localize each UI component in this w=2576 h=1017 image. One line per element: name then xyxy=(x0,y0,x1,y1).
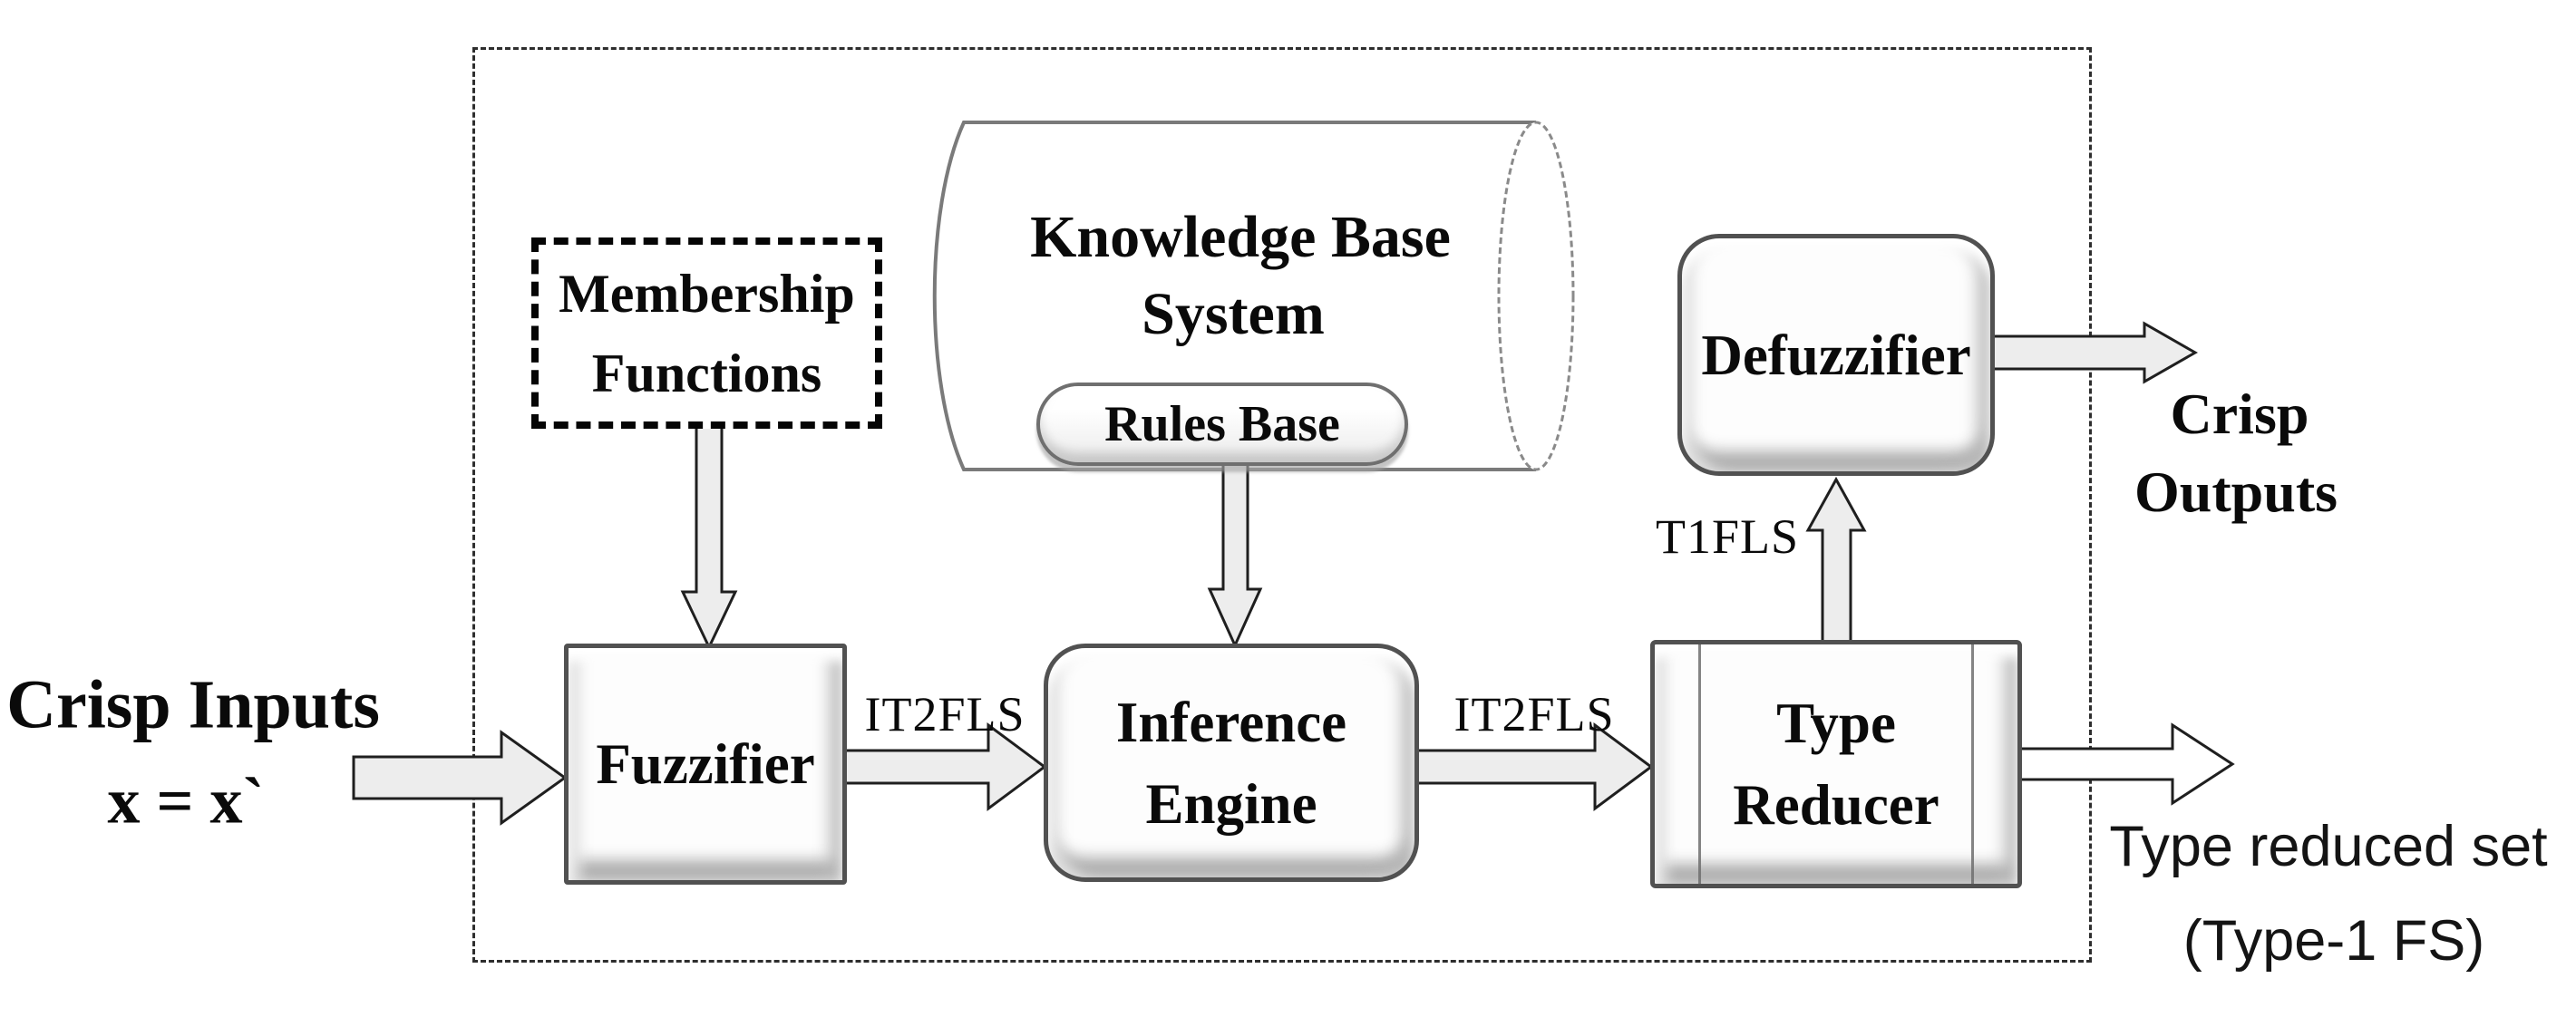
inference-engine-label-line2: Engine xyxy=(1145,771,1317,836)
type-reducer-side-bar-left xyxy=(1698,644,1701,884)
inference-to-type-reducer-arrow xyxy=(1413,722,1654,811)
cylinder-right-cap xyxy=(1497,121,1575,471)
fuzzifier-label: Fuzzifier xyxy=(596,732,815,796)
crisp-inputs-label-line2: x = x` xyxy=(107,764,265,838)
t1fls-label: T1FLS xyxy=(1655,509,1800,564)
crisp-outputs-label-line1: Crisp xyxy=(2170,382,2309,446)
type-reduced-set-label-line2: (Type-1 FS) xyxy=(2182,909,2485,973)
type-reduced-set-label-line1: Type reduced set xyxy=(2109,815,2548,878)
crisp-inputs-label-line1: Crisp Inputs xyxy=(6,666,380,743)
it2fls-label-2: IT2FLS xyxy=(1453,687,1615,741)
membership-functions-label-line2: Functions xyxy=(591,343,822,403)
crisp-outputs-label-line2: Outputs xyxy=(2134,460,2338,524)
knowledge-base-label-line1: Knowledge Base xyxy=(1030,204,1451,270)
type-reducer-box: Type Reducer xyxy=(1650,640,2022,888)
crisp-inputs-arrow xyxy=(352,730,568,826)
membership-functions-label-line1: Membership xyxy=(559,263,855,324)
rules-base-label: Rules Base xyxy=(1104,396,1340,452)
fuzzifier-to-inference-arrow xyxy=(841,722,1047,811)
type-reducer-to-defuzzifier-arrow xyxy=(1805,476,1867,647)
membership-to-fuzzifier-arrow xyxy=(680,422,738,651)
rules-base-box: Rules Base xyxy=(1036,383,1408,466)
rules-base-to-inference-arrow xyxy=(1207,450,1263,649)
type-reducer-side-bar-right xyxy=(1971,644,1974,884)
type-reducer-label-line2: Reducer xyxy=(1733,773,1939,837)
defuzzifier-output-arrow xyxy=(1989,321,2199,384)
type-reducer-label-line1: Type xyxy=(1776,692,1896,755)
fuzzifier-box: Fuzzifier xyxy=(564,644,847,885)
it2fls-label-1: IT2FLS xyxy=(864,687,1026,741)
system-boundary-dashed-box xyxy=(472,47,2092,963)
defuzzifier-label: Defuzzifier xyxy=(1701,323,1971,387)
knowledge-base-label-line2: System xyxy=(1142,281,1325,347)
membership-functions-box: Membership Functions xyxy=(531,237,882,429)
defuzzifier-box: Defuzzifier xyxy=(1677,234,1995,476)
type-reduced-set-arrow xyxy=(2017,722,2235,806)
inference-engine-box: Inference Engine xyxy=(1044,644,1419,882)
inference-engine-label-line1: Inference xyxy=(1115,690,1347,754)
